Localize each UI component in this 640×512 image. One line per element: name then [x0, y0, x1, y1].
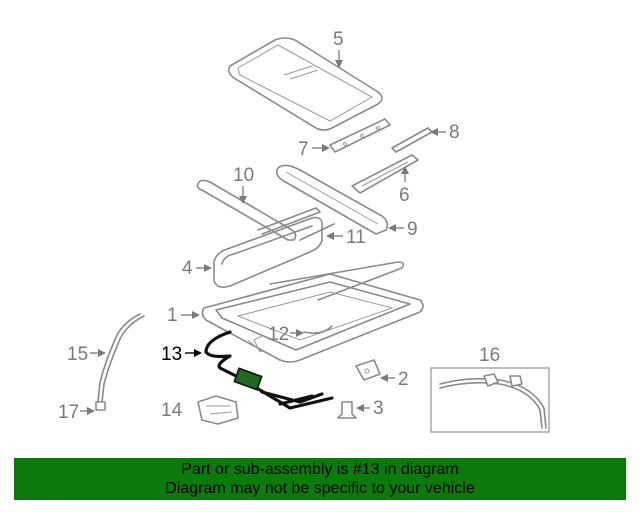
callout-12: 12 — [268, 324, 304, 345]
svg-text:15: 15 — [67, 344, 88, 365]
svg-text:16: 16 — [479, 345, 500, 366]
part-rails — [257, 207, 335, 241]
svg-text:12: 12 — [268, 324, 289, 345]
callout-11: 11 — [326, 227, 366, 248]
part-5-glass-panel — [227, 37, 383, 131]
callout-15: 15 — [67, 344, 106, 365]
svg-text:4: 4 — [182, 258, 193, 279]
svg-text:9: 9 — [407, 219, 418, 240]
banner-line-1: Part or sub-assembly is #13 in diagram — [181, 461, 459, 478]
part-9-wind-deflector — [275, 164, 389, 235]
banner-line-2: Diagram may not be specific to your vehi… — [165, 480, 475, 497]
svg-text:17: 17 — [58, 402, 79, 423]
svg-text:7: 7 — [298, 139, 309, 160]
svg-text:3: 3 — [373, 398, 384, 419]
part-1-frame — [201, 273, 424, 363]
callout-4: 4 — [182, 258, 212, 279]
part-14-motor — [197, 395, 239, 425]
part-7-bracket — [329, 118, 391, 153]
callout-7: 7 — [298, 139, 330, 160]
svg-text:1: 1 — [167, 305, 178, 326]
svg-text:13: 13 — [161, 344, 182, 365]
part-12-drain-hose — [303, 325, 333, 334]
callout-8: 8 — [430, 122, 460, 143]
svg-text:11: 11 — [346, 227, 366, 248]
part-8-trim — [391, 127, 433, 153]
part-2-bracket — [355, 359, 381, 381]
part-4-seal — [213, 216, 405, 301]
callout-17: 17 — [58, 402, 95, 423]
svg-text:8: 8 — [449, 122, 460, 143]
callout-9: 9 — [388, 219, 418, 240]
svg-text:14: 14 — [161, 400, 183, 421]
part-6-deflector — [351, 154, 419, 194]
svg-text:5: 5 — [333, 29, 344, 50]
callout-3: 3 — [356, 398, 384, 419]
svg-text:2: 2 — [398, 369, 409, 390]
callout-10: 10 — [233, 165, 254, 204]
callout-1: 1 — [167, 305, 200, 326]
svg-text:6: 6 — [399, 185, 410, 206]
callout-5: 5 — [333, 29, 344, 68]
part-10-drain-trough — [196, 179, 297, 241]
part-13-harness — [204, 330, 334, 410]
callout-16: 16 — [479, 345, 500, 366]
info-banner: Part or sub-assembly is #13 in diagram D… — [14, 458, 626, 500]
parts-diagram: 5 7 8 6 9 — [58, 29, 550, 433]
callout-13: 13 — [161, 344, 202, 365]
part-16-hose-kit — [430, 367, 550, 433]
callout-14: 14 — [161, 400, 183, 421]
part-15-drain-hose — [95, 313, 145, 411]
part-3-bolt — [337, 401, 357, 419]
callout-6: 6 — [399, 166, 410, 206]
callout-2: 2 — [380, 369, 409, 390]
svg-text:10: 10 — [233, 165, 254, 186]
